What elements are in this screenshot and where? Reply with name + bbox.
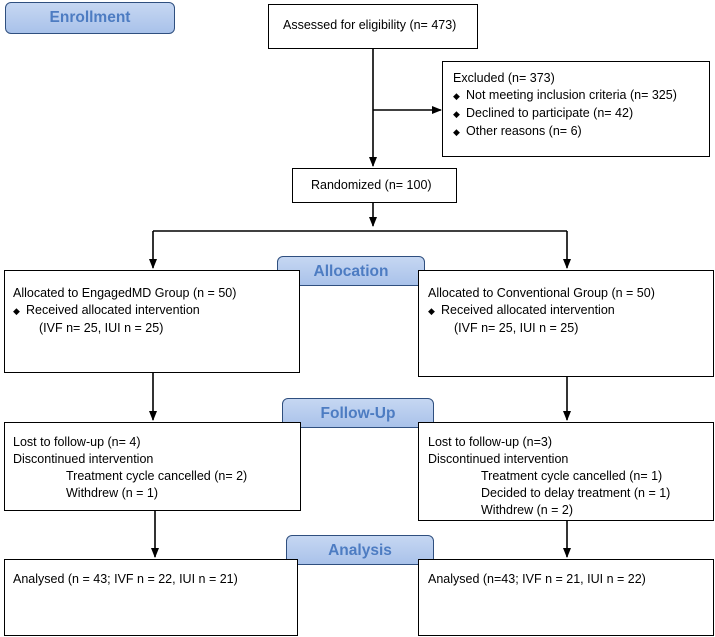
assessed-text: Assessed for eligibility (n= 473)	[283, 18, 457, 32]
left-analysis-box: Analysed (n = 43; IVF n = 22, IUI n = 21…	[4, 559, 298, 636]
right-followup-reason: Decided to delay treatment (n = 1)	[481, 486, 671, 500]
diamond-bullet-icon: ◆	[453, 127, 460, 137]
stage-analysis: Analysis	[286, 535, 434, 565]
right-followup-reason: Withdrew (n = 2)	[481, 503, 574, 517]
left-allocation-detail: (IVF n= 25, IUI n = 25)	[39, 321, 164, 335]
left-analysis-text: Analysed (n = 43; IVF n = 22, IUI n = 21…	[13, 572, 238, 586]
diamond-bullet-icon: ◆	[13, 306, 20, 316]
stage-enrollment: Enrollment	[5, 2, 175, 34]
left-followup-lost: Lost to follow-up (n= 4)	[13, 435, 141, 449]
excluded-item: ◆Declined to participate (n= 42)	[453, 105, 709, 123]
excluded-title: Excluded (n= 373)	[453, 71, 555, 85]
right-followup-box: Lost to follow-up (n=3) Discontinued int…	[418, 422, 714, 521]
right-followup-discontinued: Discontinued intervention	[428, 452, 569, 466]
left-allocation-received: ◆Received allocated intervention	[13, 302, 299, 320]
right-allocation-title: Allocated to Conventional Group (n = 50)	[428, 286, 655, 300]
right-followup-lost: Lost to follow-up (n=3)	[428, 435, 553, 449]
stage-followup: Follow-Up	[282, 398, 434, 428]
diamond-bullet-icon: ◆	[428, 306, 435, 316]
diamond-bullet-icon: ◆	[453, 91, 460, 101]
excluded-box: Excluded (n= 373) ◆Not meeting inclusion…	[442, 61, 710, 157]
randomized-box: Randomized (n= 100)	[292, 168, 457, 203]
left-followup-reason: Withdrew (n = 1)	[66, 486, 159, 500]
left-followup-box: Lost to follow-up (n= 4) Discontinued in…	[4, 422, 301, 511]
right-analysis-text: Analysed (n=43; IVF n = 21, IUI n = 22)	[428, 572, 646, 586]
assessed-box: Assessed for eligibility (n= 473)	[268, 4, 478, 49]
right-allocation-received: ◆Received allocated intervention	[428, 302, 713, 320]
left-allocation-title: Allocated to EngagedMD Group (n = 50)	[13, 286, 237, 300]
left-followup-reason: Treatment cycle cancelled (n= 2)	[66, 469, 248, 483]
left-allocation-box: Allocated to EngagedMD Group (n = 50) ◆R…	[4, 270, 300, 373]
right-followup-reason: Treatment cycle cancelled (n= 1)	[481, 469, 663, 483]
right-allocation-box: Allocated to Conventional Group (n = 50)…	[418, 270, 714, 377]
diamond-bullet-icon: ◆	[453, 109, 460, 119]
excluded-item: ◆Other reasons (n= 6)	[453, 123, 709, 141]
randomized-text: Randomized (n= 100)	[311, 178, 432, 192]
left-followup-discontinued: Discontinued intervention	[13, 452, 154, 466]
right-analysis-box: Analysed (n=43; IVF n = 21, IUI n = 22)	[418, 559, 714, 636]
excluded-item: ◆Not meeting inclusion criteria (n= 325)	[453, 87, 709, 105]
right-allocation-detail: (IVF n= 25, IUI n = 25)	[454, 321, 579, 335]
